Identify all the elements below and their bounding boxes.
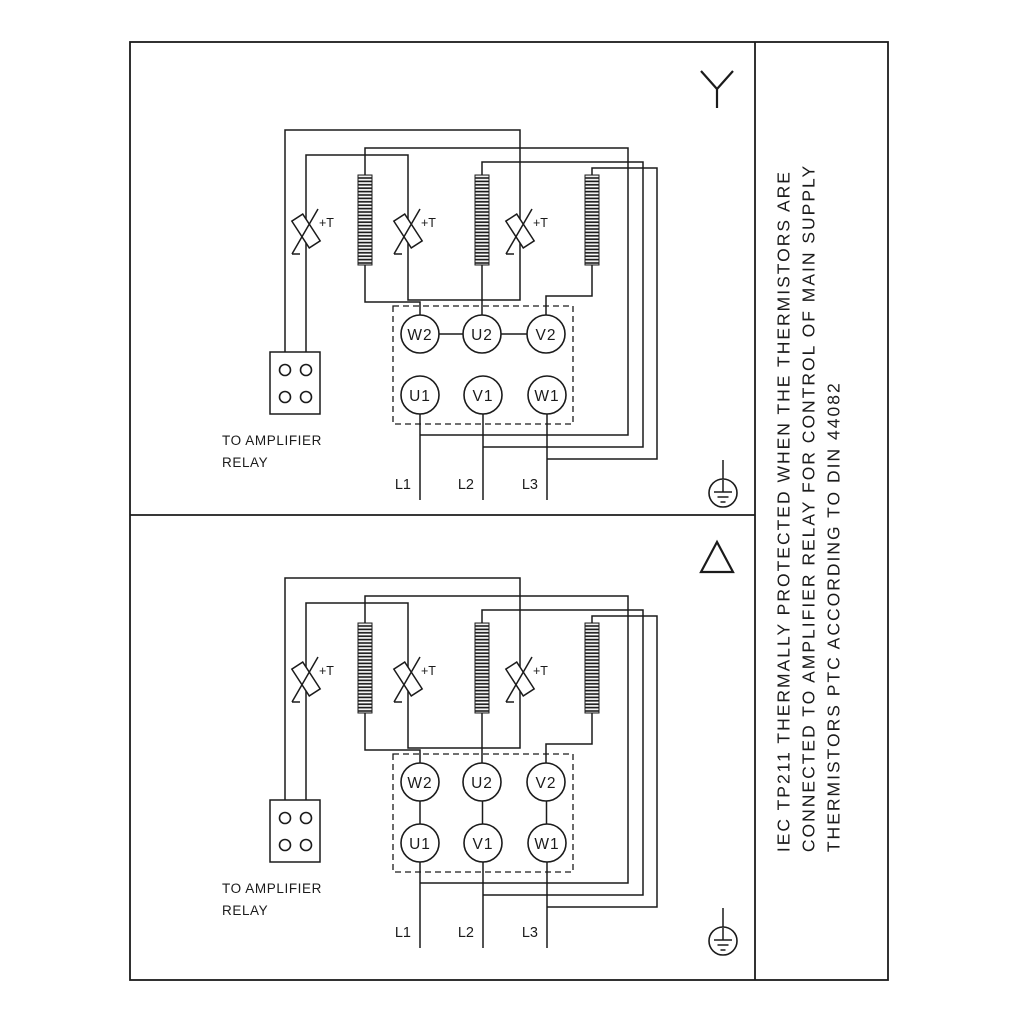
supply-line-label-l2: L2 <box>458 477 474 493</box>
thermistor-label: +T <box>421 216 436 230</box>
terminal-board-outline <box>392 753 574 873</box>
outer-frame <box>129 41 889 981</box>
terminal-label-w2: W2 <box>407 327 432 344</box>
ground-icon <box>708 908 738 956</box>
delta-icon <box>699 539 735 574</box>
relay-contact <box>299 363 313 377</box>
terminal-label-v2: V2 <box>536 327 557 344</box>
relay-contact <box>278 390 292 404</box>
motor-winding-coil <box>474 622 490 714</box>
terminal-circle-u1 <box>400 823 440 863</box>
relay-contact <box>299 838 313 852</box>
terminal-label-w1: W1 <box>534 836 559 853</box>
terminal-label-v1: V1 <box>473 836 494 853</box>
thermistor-icon <box>290 656 322 703</box>
relay-contact <box>278 838 292 852</box>
relay-contact <box>299 390 313 404</box>
supply-line-label-l2: L2 <box>458 925 474 941</box>
motor-winding-coil <box>584 622 600 714</box>
terminal-circle-v2 <box>526 762 566 802</box>
delta-bridge-links <box>419 801 548 824</box>
terminal-label-u2: U2 <box>471 775 493 792</box>
terminal-label-u1: U1 <box>409 388 431 405</box>
terminal-label-u2: U2 <box>471 327 493 344</box>
relay-contact <box>278 363 292 377</box>
terminal-board-outline <box>392 305 574 425</box>
star-icon <box>700 70 734 108</box>
sidebar-note-line: IEC TP211 THERMALLY PROTECTED WHEN THE T… <box>773 170 794 853</box>
ground-icon <box>708 460 738 508</box>
motor-winding-coil <box>357 622 373 714</box>
supply-line-label-l3: L3 <box>522 477 538 493</box>
sidebar-note: IEC TP211 THERMALLY PROTECTED WHEN THE T… <box>772 164 847 852</box>
thermistor-icon <box>504 656 536 703</box>
terminal-label-u1: U1 <box>409 836 431 853</box>
sidebar-note-line: THERMISTORS PTC ACCORDING TO DIN 44082 <box>823 381 844 853</box>
terminal-circle-w2 <box>400 314 440 354</box>
supply-line-label-l1: L1 <box>395 477 411 493</box>
thermistor-chain-wire <box>284 129 521 352</box>
delta-panel: +T +T +T W2 U2 V2 U1 V1 W1 TO AMPLIFIER … <box>222 577 738 956</box>
relay-note-line1: TO AMPLIFIER <box>222 881 322 896</box>
terminal-circle-u2 <box>462 314 502 354</box>
terminal-circle-v1 <box>463 823 503 863</box>
terminal-circle-v1 <box>463 375 503 415</box>
relay-note-line2: RELAY <box>222 903 268 918</box>
thermistor-icon <box>504 208 536 255</box>
terminal-circle-u1 <box>400 375 440 415</box>
sidebar-note-line: CONNECTED TO AMPLIFIER RELAY FOR CONTROL… <box>798 163 819 853</box>
terminal-circle-w1 <box>527 375 567 415</box>
thermistor-chain-wire <box>284 577 521 800</box>
thermistor-label: +T <box>533 216 548 230</box>
terminal-label-w2: W2 <box>407 775 432 792</box>
terminal-circle-v2 <box>526 314 566 354</box>
winding-wires <box>364 147 658 500</box>
terminal-label-v1: V1 <box>473 388 494 405</box>
thermistor-label: +T <box>319 664 334 678</box>
relay-terminal-block <box>269 799 321 863</box>
terminal-circle-w1 <box>527 823 567 863</box>
supply-line-label-l1: L1 <box>395 925 411 941</box>
thermistor-label: +T <box>533 664 548 678</box>
thermistor-label: +T <box>421 664 436 678</box>
motor-winding-coil <box>357 174 373 266</box>
relay-note-line1: TO AMPLIFIER <box>222 433 322 448</box>
terminal-circle-u2 <box>462 762 502 802</box>
relay-terminal-block <box>269 351 321 415</box>
thermistor-icon <box>290 208 322 255</box>
relay-contact <box>278 811 292 825</box>
terminal-label-w1: W1 <box>534 388 559 405</box>
terminal-label-v2: V2 <box>536 775 557 792</box>
thermistor-label: +T <box>319 216 334 230</box>
terminal-circle-w2 <box>400 762 440 802</box>
motor-winding-coil <box>584 174 600 266</box>
relay-note-line2: RELAY <box>222 455 268 470</box>
star-panel: +T +T +T W2 U2 V2 U1 V1 W1 TO AMPLIFIER … <box>222 129 738 508</box>
motor-winding-coil <box>474 174 490 266</box>
thermistor-icon <box>392 208 424 255</box>
supply-line-label-l3: L3 <box>522 925 538 941</box>
winding-wires <box>364 595 658 948</box>
relay-contact <box>299 811 313 825</box>
thermistor-icon <box>392 656 424 703</box>
